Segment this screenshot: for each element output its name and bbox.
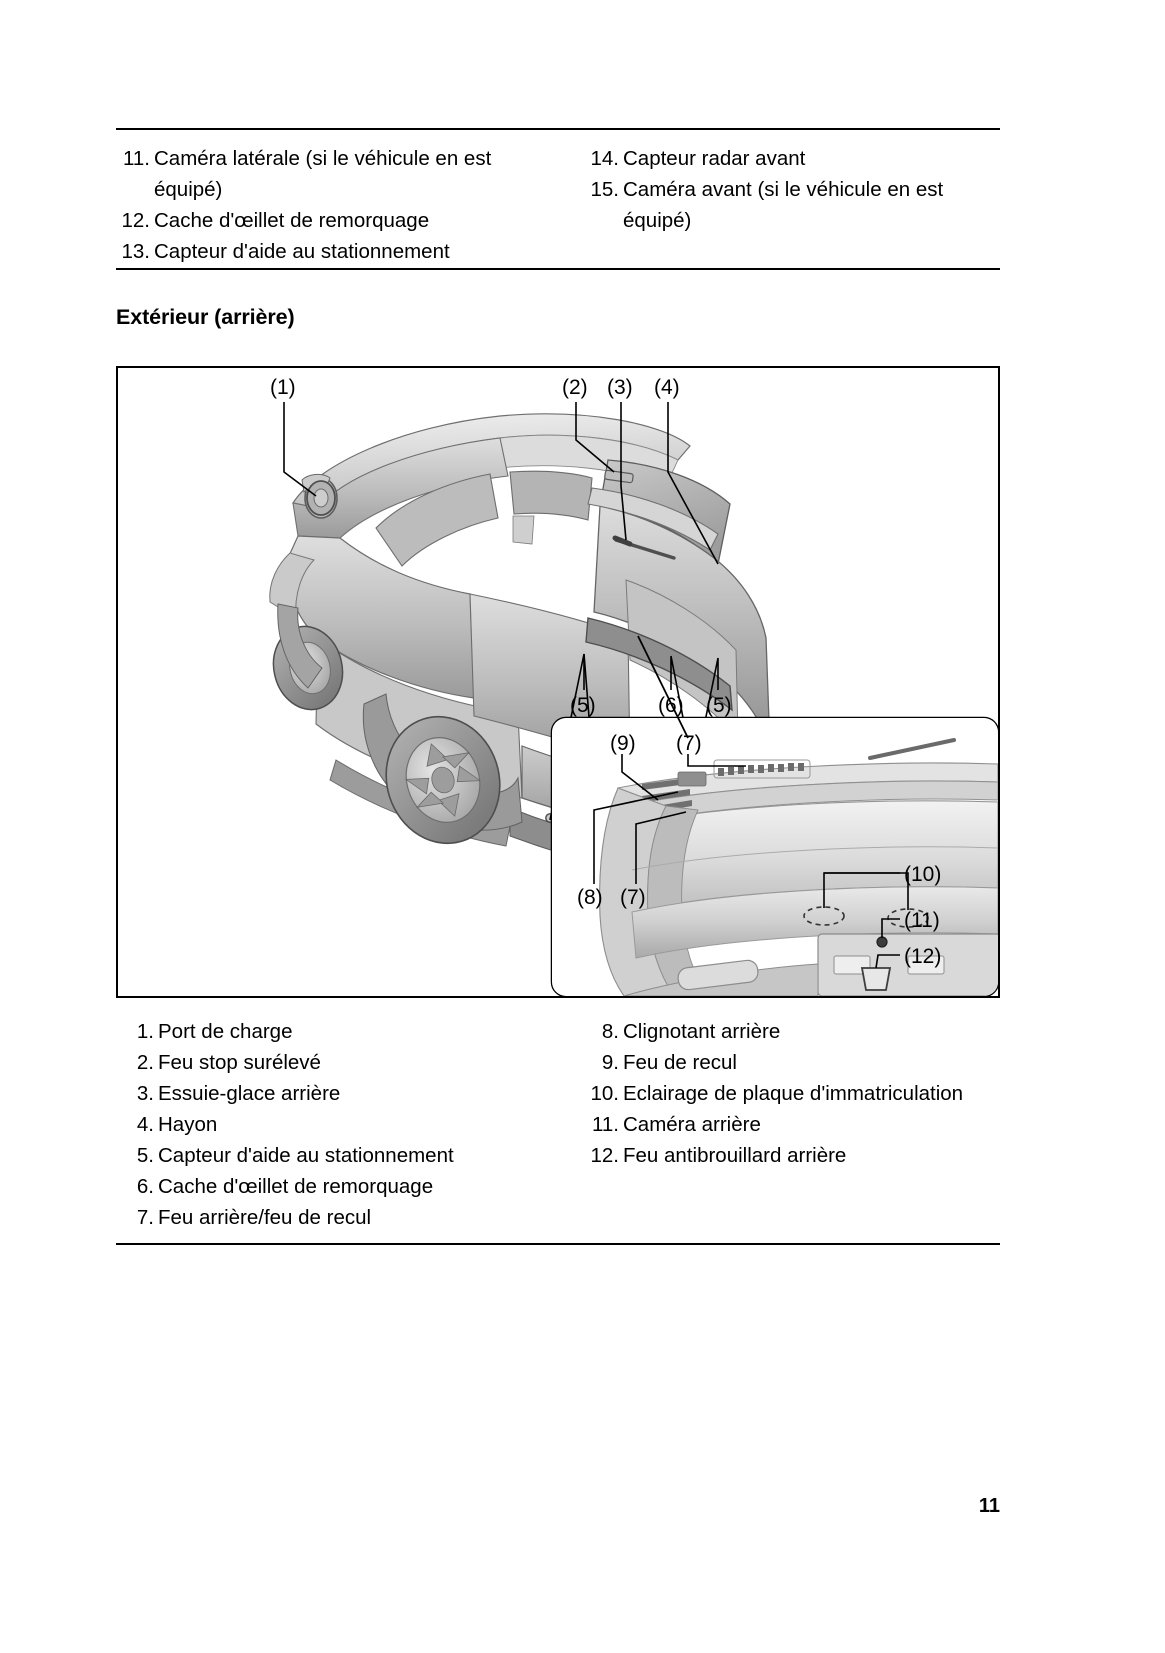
list-item: 12. Feu antibrouillard arrière (585, 1140, 1015, 1171)
list-item: 8. Clignotant arrière (585, 1016, 1015, 1047)
list-item: 4. Hayon (128, 1109, 578, 1140)
list-item-number: 12. (590, 1144, 620, 1167)
list-item: 14. Capteur radar avant (585, 143, 1005, 174)
list-item-number: 9. (601, 1051, 619, 1074)
callout-6: (6) (658, 694, 684, 717)
list-item-label: Hayon (158, 1113, 218, 1136)
divider-top (116, 128, 1000, 130)
list-item-number: 3. (136, 1082, 154, 1105)
callout-8: (8) (577, 886, 603, 909)
list-item: 1. Port de charge (128, 1016, 578, 1047)
callout-5-left: (5) (570, 694, 596, 717)
list-item-label: Cache d'œillet de remorquage (154, 209, 430, 232)
list-item: 5. Capteur d'aide au stationnement (128, 1140, 578, 1171)
callout-5-right: (5) (706, 694, 732, 717)
list-item-label: Clignotant arrière (623, 1020, 781, 1043)
list-item-label: Essuie-glace arrière (158, 1082, 341, 1105)
callout-labels-inset: (9) (7) (8) (7) (10) (11) (12) (577, 732, 941, 968)
charge-port-detail (306, 480, 336, 516)
list-item-label: Caméra latérale (si le véhicule en est é… (154, 147, 492, 201)
list-item-label: Feu de recul (623, 1051, 737, 1074)
list-item-number: 8. (601, 1020, 619, 1043)
divider-bottom (116, 1243, 1000, 1245)
list-item-label: Feu stop surélevé (158, 1051, 321, 1074)
divider-mid (116, 268, 1000, 270)
list-item: 11. Caméra latérale (si le véhicule en e… (116, 143, 536, 205)
high-mount-stop-lamp (604, 469, 634, 484)
callout-11: (11) (904, 909, 940, 932)
inset-tailgate-detail (552, 718, 998, 996)
top-list-right-column: 14. Capteur radar avant 15. Caméra avant… (585, 143, 1005, 236)
callout-9: (9) (610, 732, 636, 755)
callout-labels-main: (1) (2) (3) (4) (5) (6) (5) (270, 376, 732, 717)
list-item-label: Cache d'œillet de remorquage (158, 1175, 434, 1198)
callout-10: (10) (904, 863, 941, 886)
vehicle-rear-illustration: (1) (2) (3) (4) (5) (6) (5) (269, 376, 998, 996)
callout-12: (12) (904, 945, 941, 968)
list-item-number: 13. (121, 240, 151, 263)
list-item-number: 1. (136, 1020, 154, 1043)
list-item: 15. Caméra avant (si le véhicule en est … (585, 174, 1005, 236)
rear-light-bar (585, 617, 733, 712)
list-item-number: 14. (590, 147, 620, 170)
list-item: 3. Essuie-glace arrière (128, 1078, 578, 1109)
list-item-label: Capteur d'aide au stationnement (158, 1144, 454, 1167)
list-item: 11. Caméra arrière (585, 1109, 1015, 1140)
list-item-label: Eclairage de plaque d'immatriculation (623, 1082, 964, 1105)
callout-1: (1) (270, 376, 296, 399)
list-item: 7. Feu arrière/feu de recul (128, 1202, 578, 1233)
top-list-left-column: 11. Caméra latérale (si le véhicule en e… (116, 143, 536, 267)
list-item: 13. Capteur d'aide au stationnement (116, 236, 536, 267)
callout-7-top: (7) (676, 732, 702, 755)
list-item: 2. Feu stop surélevé (128, 1047, 578, 1078)
license-plate-lamp (803, 906, 845, 926)
list-item-label: Caméra avant (si le véhicule en est équi… (623, 178, 944, 232)
list-item-number: 12. (121, 209, 151, 232)
tail-light-dots (718, 763, 804, 776)
list-item-label: Capteur d'aide au stationnement (154, 240, 450, 263)
license-plate-lamp (887, 908, 929, 928)
list-item: 10. Eclairage de plaque d'immatriculatio… (585, 1078, 1015, 1109)
list-item: 12. Cache d'œillet de remorquage (116, 205, 536, 236)
rear-wiper-inset (868, 738, 956, 760)
list-item-label: Port de charge (158, 1020, 293, 1043)
list-item-label: Capteur radar avant (623, 147, 806, 170)
list-item-label: Feu arrière/feu de recul (158, 1206, 372, 1229)
list-item-label: Feu antibrouillard arrière (623, 1144, 847, 1167)
list-item-number: 15. (590, 178, 620, 201)
list-item-number: 6. (136, 1175, 154, 1198)
list-item: 6. Cache d'œillet de remorquage (128, 1171, 578, 1202)
bottom-list-left-column: 1. Port de charge 2. Feu stop surélevé 3… (128, 1016, 578, 1233)
bottom-list-right-column: 8. Clignotant arrière 9. Feu de recul 10… (585, 1016, 1015, 1171)
callout-7-bottom: (7) (620, 886, 646, 909)
callout-4: (4) (654, 376, 680, 399)
callout-3: (3) (607, 376, 633, 399)
section-heading: Extérieur (arrière) (116, 305, 295, 329)
list-item-number: 5. (136, 1144, 154, 1167)
leader-line-connector (637, 635, 689, 739)
list-item-number: 10. (590, 1082, 620, 1105)
callout-2: (2) (562, 376, 588, 399)
leader-lines-inset (593, 754, 909, 969)
list-item-number: 7. (136, 1206, 154, 1229)
list-item-number: 2. (136, 1051, 154, 1074)
list-item-number: 11. (592, 1113, 619, 1136)
list-item-label: Caméra arrière (623, 1113, 761, 1136)
rear-camera (876, 936, 888, 948)
list-item: 9. Feu de recul (585, 1047, 1015, 1078)
rear-fog-lamp (860, 967, 892, 991)
page-number: 11 (978, 1495, 1000, 1517)
figure-exterior-rear: (1) (2) (3) (4) (5) (6) (5) (116, 366, 1000, 998)
list-item-number: 11. (123, 147, 150, 170)
list-item-number: 4. (136, 1113, 154, 1136)
